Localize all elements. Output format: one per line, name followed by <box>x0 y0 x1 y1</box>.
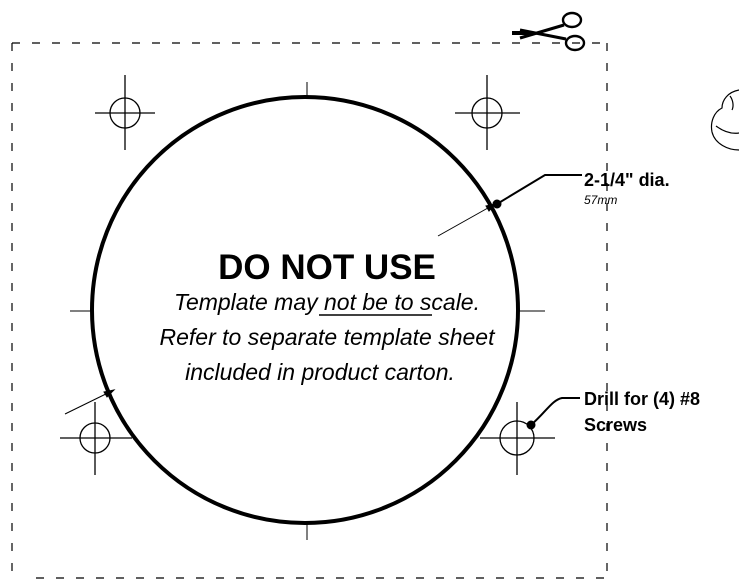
screw-hole-bottom-left <box>60 402 132 475</box>
drill-label-line-2: Screws <box>584 415 647 435</box>
diameter-label: 2-1/4" dia. <box>584 170 670 190</box>
main-cutout-circle <box>90 95 520 525</box>
drill-leader <box>526 397 580 430</box>
diameter-metric: 57mm <box>584 193 617 207</box>
screw-hole-top-right <box>455 75 520 150</box>
warning-line-3: included in product carton. <box>185 359 455 385</box>
drill-label-line-1: Drill for (4) #8 <box>584 389 700 409</box>
warning-line-2: Refer to separate template sheet <box>160 324 497 350</box>
cut-border <box>11 42 608 579</box>
screw-hole-bottom-right <box>480 402 555 475</box>
scissors-icon <box>512 11 586 52</box>
warning-title: DO NOT USE <box>218 248 436 287</box>
knob-icon <box>710 89 739 151</box>
diameter-dimension <box>64 174 582 415</box>
warning-line-1: Template may not be to scale. <box>174 289 480 315</box>
screw-hole-top-left <box>95 75 155 150</box>
